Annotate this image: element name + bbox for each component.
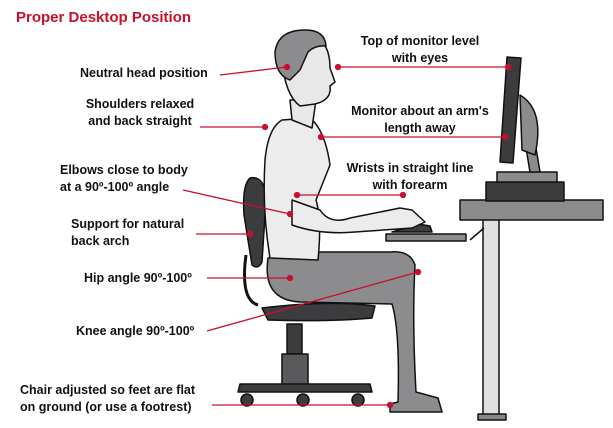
label-line: Monitor about an arm's <box>351 104 489 118</box>
label-shoulders: Shoulders relaxed and back straight <box>82 96 198 130</box>
desk <box>385 199 604 421</box>
label-line: Shoulders relaxed <box>85 97 195 111</box>
label-line: with forearm <box>372 178 448 192</box>
person <box>263 29 443 413</box>
label-monitor-top: Top of monitor level with eyes <box>355 33 485 67</box>
label-line: Chair adjusted so feet are flat <box>20 383 196 397</box>
label-line: at a 90º-100º angle <box>60 180 170 194</box>
label-line: and back straight <box>88 114 192 128</box>
label-feet: Chair adjusted so feet are flat on groun… <box>20 382 195 416</box>
label-wrists: Wrists in straight line with forearm <box>340 160 480 194</box>
label-line: Top of monitor level <box>360 34 480 48</box>
label-elbows: Elbows close to body at a 90º-100º angle <box>60 162 188 196</box>
label-line: on ground (or use a footrest) <box>20 400 192 414</box>
label-line: Elbows close to body <box>60 163 188 177</box>
label-back-support: Support for natural back arch <box>71 216 184 250</box>
page-title: Proper Desktop Position <box>16 9 192 26</box>
label-line: back arch <box>71 234 130 248</box>
label-hip: Hip angle 90º-100º <box>84 271 192 285</box>
leader-lines <box>182 63 512 409</box>
label-line: with eyes <box>391 51 449 65</box>
label-line: Support for natural <box>71 217 185 231</box>
label-line: length away <box>384 121 456 135</box>
label-monitor-distance: Monitor about an arm's length away <box>340 103 500 137</box>
label-head: Neutral head position <box>80 66 208 80</box>
label-line: Wrists in straight line <box>346 161 474 175</box>
label-knee: Knee angle 90º-100º <box>76 324 195 338</box>
